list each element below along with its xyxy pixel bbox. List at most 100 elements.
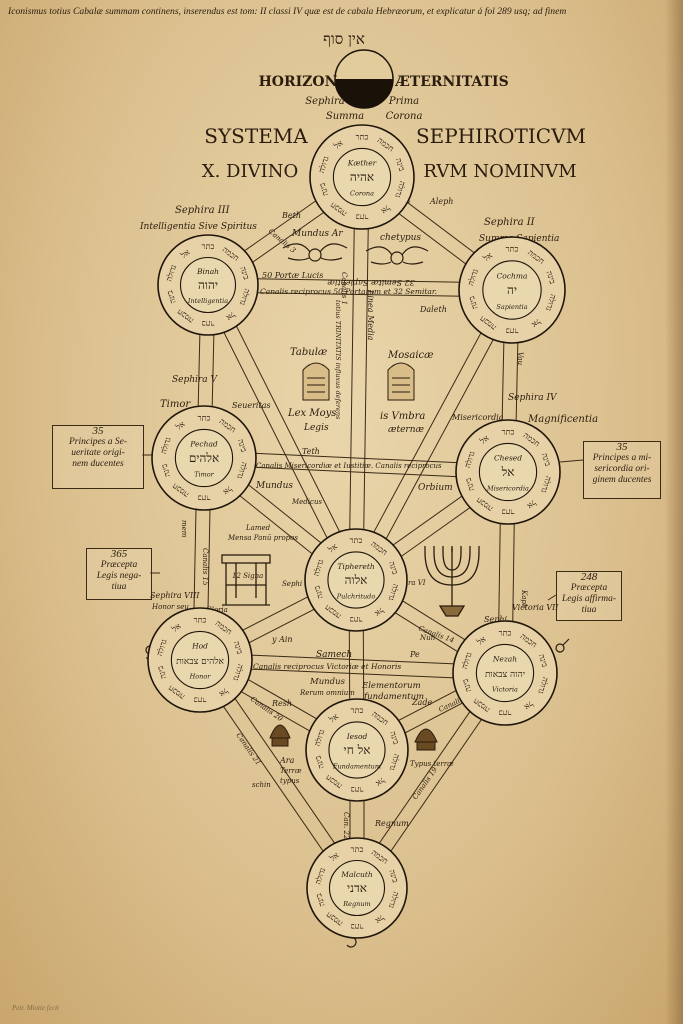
ring-glyph: כתר [506, 245, 519, 254]
box-248: 248 Præcepta Legis affirma- tiua [556, 571, 622, 621]
box-connector [547, 594, 557, 601]
ring-glyph: בינה [318, 182, 331, 197]
label-portae-lucis: 50 Portæ Lucis [262, 271, 323, 280]
menorah-icon [424, 546, 480, 617]
altar-left-icon [269, 724, 291, 747]
tablets-icon [302, 362, 415, 401]
label-semitae: 32 Semitæ Sapientiæ [327, 278, 415, 287]
sephira-hebrew: יהוה צבאות [485, 670, 525, 680]
engraver-signature: Petr. Miotte fecit [12, 1004, 59, 1012]
ring-glyph: כתר [194, 615, 207, 624]
horizon-left: HORIZON [259, 74, 338, 90]
label-misericordia: Misericordia [451, 413, 504, 422]
sephira-meaning: Intelligentia [187, 297, 228, 305]
box-365-line: Præcepta [100, 560, 138, 570]
sephira-hebrew: אלהים צבאות [176, 656, 224, 667]
ring-glyph: בינה [394, 157, 407, 172]
ring-glyph: כתר [502, 427, 515, 436]
sephira-inner-ring [332, 147, 392, 207]
sephira-inner-ring [174, 428, 234, 488]
label-sephira-iii: Sephira III [175, 205, 231, 216]
ring-glyph: כתר [350, 536, 363, 545]
sephira-hebrew: אהיה [350, 170, 374, 184]
sephira-inner-ring [478, 442, 538, 502]
ring-glyph: כתר [198, 413, 211, 422]
label-sephira-v: Sephira V [172, 375, 218, 385]
label-zade: Zade [411, 698, 432, 707]
label-beth: Beth [281, 211, 301, 220]
sephira-name: Nezah [492, 655, 517, 664]
label-mensa: Mensa Panū propos [227, 534, 298, 542]
ring-glyph: כתר [356, 213, 369, 222]
ring-glyph: כתר [194, 696, 207, 705]
sephira-name: Kæther [347, 159, 377, 168]
label-canalis-mis: Canalis Misericordiæ et Iustitiæ. Canali… [256, 462, 442, 470]
ring-glyph: בינה [238, 265, 251, 280]
box-35-left-line: nem ducentes [72, 459, 124, 469]
label-sephira-iv: Sephira IV [508, 393, 558, 403]
box-35-right: 35 Principes a mi- sericordia ori- ginem… [583, 441, 661, 499]
cherubim-right-icon [365, 246, 429, 265]
ring-glyph: כתר [351, 922, 364, 931]
sephira-name: Pechad [189, 440, 218, 449]
ring-glyph: כתר [198, 494, 211, 503]
label-sephi-right: Sephi [484, 615, 507, 624]
label-teth: Teth [302, 447, 320, 456]
box-365: 365 Præcepta Legis nega- tiua [86, 548, 152, 600]
label-medicus: Medicus [291, 498, 322, 506]
title-line1-left: SYSTEMA [204, 124, 308, 148]
label-resh: Resh [271, 699, 292, 708]
label-rerum-omnium: Rerum omnium [299, 689, 355, 697]
sephira-meaning: Fundamentum [332, 762, 381, 770]
box-248-line: Legis affirma- [561, 594, 617, 604]
box-365-line: tiua [111, 582, 127, 592]
box-35-right-line: ginem ducentes [592, 475, 652, 485]
ring-glyph: בינה [313, 754, 326, 769]
label-canalis-19: Canalis 19 [411, 765, 439, 801]
label-aeternae: æternæ [388, 425, 425, 435]
box-35-left-num: 35 [92, 425, 104, 437]
label-canalis-recip-victoriae: Canalis reciprocus Victoriæ et Honoris [253, 662, 401, 671]
ring-glyph: כתר [351, 845, 364, 854]
title-line2-right: RVM NOMINVM [423, 161, 576, 182]
ring-glyph: בינה [232, 640, 245, 655]
sephira-meaning: Pulchritudo [336, 592, 376, 600]
sephira-name: Malcuth [340, 870, 373, 879]
label-sephira-ii: Sephira II [484, 217, 536, 228]
sephira-hebrew: אל חי [344, 743, 371, 757]
ring-glyph: בינה [387, 868, 400, 883]
label-mundus-archetypus-r: chetypus [380, 233, 421, 243]
sephira-inner-ring [327, 551, 385, 609]
ring-glyph: כתר [202, 242, 215, 251]
label-orbium: Orbium [418, 483, 453, 493]
sephira-hebrew: אלהים [189, 451, 219, 465]
label-lex-moys: Lex Moys [287, 408, 336, 419]
label-sephira-viii: Sephira VIII [150, 591, 200, 600]
ring-glyph: בינה [464, 477, 477, 492]
label-honor-seu: Honor seu [151, 603, 189, 611]
sephira-meaning: Misericordia [486, 485, 529, 493]
label-canalis-1: Canalis 1 [340, 272, 348, 305]
sephira-name: Chesed [494, 454, 522, 463]
ring-glyph: בינה [387, 560, 400, 575]
sephira-name: Iesod [346, 732, 368, 741]
box-35-right-num: 35 [616, 441, 628, 453]
ring-glyph: בינה [388, 730, 401, 745]
sephira-meaning: Victoria [492, 686, 518, 694]
box-35-right-line: sericordia ori- [594, 464, 650, 474]
box-365-line: Legis nega- [96, 571, 142, 581]
ring-glyph: בינה [314, 892, 327, 907]
canal-path [348, 176, 370, 581]
box-248-line: tiua [581, 605, 597, 615]
label-canalis-22: Can. 22 [342, 812, 350, 840]
ring-glyph: בינה [540, 452, 553, 467]
ring-glyph: בינה [236, 438, 249, 453]
label-samech: Samech [316, 650, 352, 660]
label-intelligentia: Intelligentia Sive Spiritus [139, 222, 257, 232]
ein-sof-text: אין סוף [323, 30, 365, 48]
